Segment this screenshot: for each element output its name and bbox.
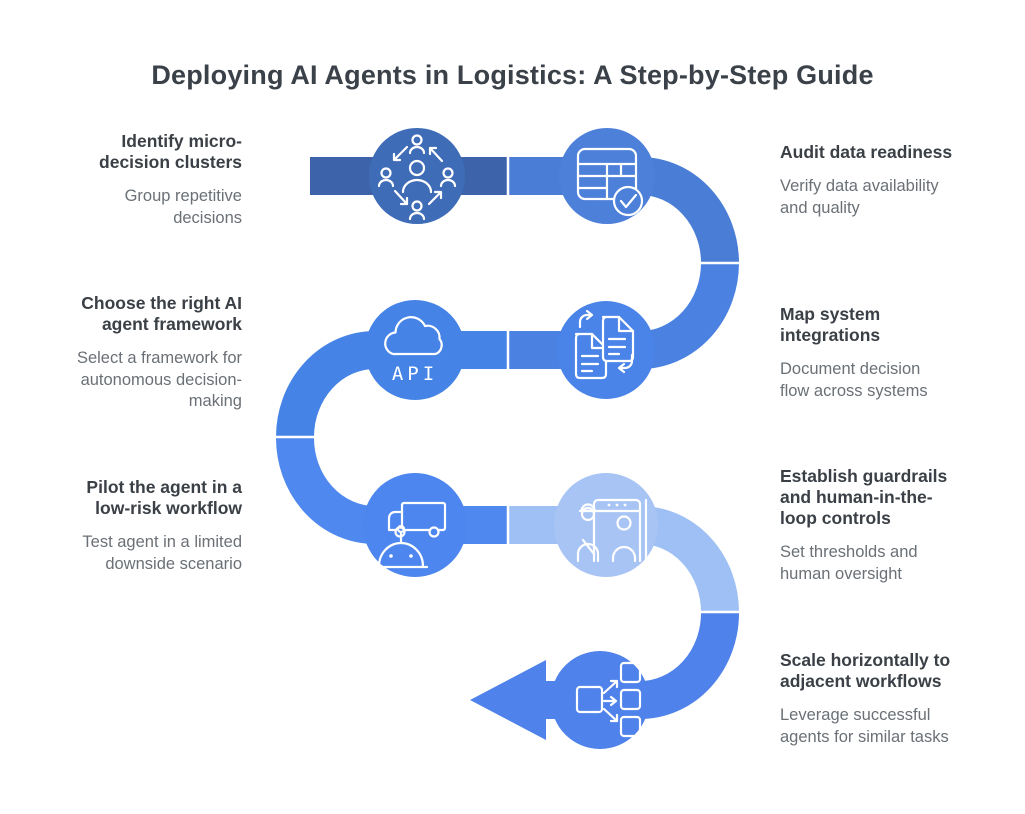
step-node-6 [554, 473, 658, 577]
step-text-4: Map system integrations Document decisio… [780, 304, 1020, 402]
step-heading: Establish guardrails and human-in-the- l… [780, 466, 948, 528]
step-heading: Scale horizontally to adjacent workflows [780, 650, 951, 691]
step-node-3 [365, 300, 465, 400]
step-text-7: Scale horizontally to adjacent workflows… [780, 650, 1020, 748]
fan-out-icon [575, 661, 642, 738]
step-text-5: Pilot the agent in a low-risk workflow T… [2, 477, 242, 575]
page-title: Deploying AI Agents in Logistics: A Step… [151, 60, 874, 90]
document-sync-icon [574, 309, 635, 380]
step-text-6: Establish guardrails and human-in-the- l… [780, 466, 1020, 585]
security-gate-icon [576, 498, 648, 563]
api-cloud-icon: API [384, 316, 443, 385]
step-text-1: Identify micro- decision clusters Group … [2, 131, 242, 229]
step-description: Set thresholds and human oversight [780, 543, 918, 583]
step-description: Document decision flow across systems [780, 360, 928, 400]
robot-truck-icon [373, 501, 447, 569]
flow-path [275, 156, 740, 740]
step-node-7 [551, 651, 649, 749]
step-description: Leverage successful agents for similar t… [780, 706, 949, 746]
end-arrow-icon [470, 660, 612, 740]
team-network-icon [377, 134, 457, 221]
step-heading: Choose the right AI agent framework [81, 293, 242, 334]
step-description: Verify data availability and quality [780, 177, 939, 217]
step-heading: Audit data readiness [780, 142, 953, 162]
step-heading: Identify micro- decision clusters [99, 131, 242, 172]
step-heading: Map system integrations [780, 304, 881, 345]
step-description: Group repetitive decisions [124, 187, 242, 227]
step-description: Test agent in a limited downside scenari… [82, 533, 242, 573]
api-label: API [392, 363, 438, 385]
step-node-5 [363, 473, 467, 577]
step-text-3: Choose the right AI agent framework Sele… [2, 293, 242, 413]
data-table-check-icon [576, 147, 644, 217]
step-heading: Pilot the agent in a low-risk workflow [86, 477, 242, 518]
segment-dividers [275, 156, 740, 614]
step-text-2: Audit data readiness Verify data availab… [780, 142, 1020, 219]
step-description: Select a framework for autonomous decisi… [76, 349, 242, 410]
